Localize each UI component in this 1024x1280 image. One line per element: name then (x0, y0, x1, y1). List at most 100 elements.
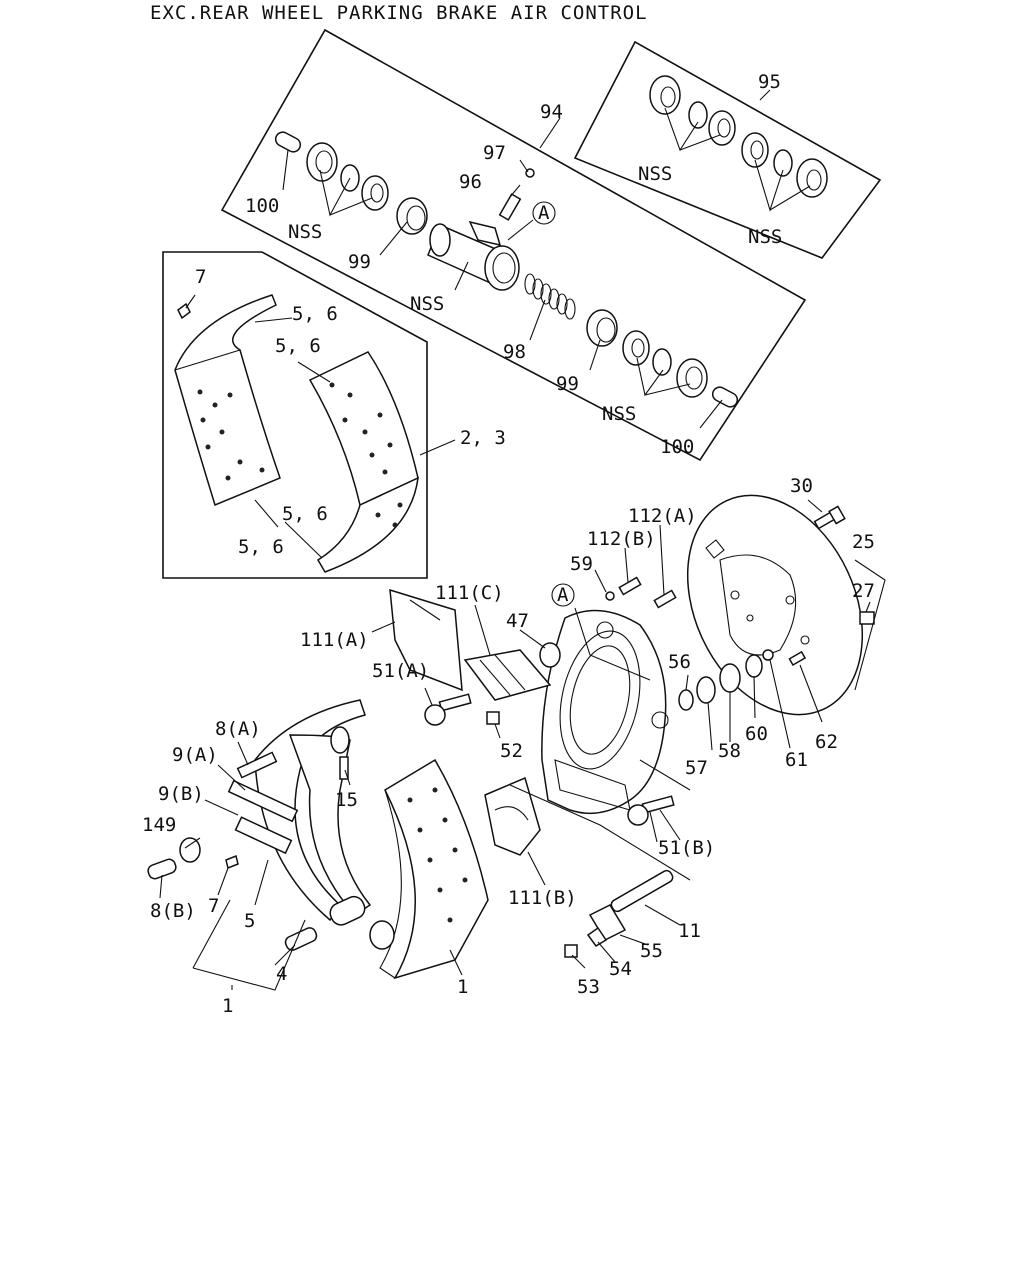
piston-pin-100-right (711, 386, 739, 408)
cylinder-body (427, 220, 520, 291)
bolt-112a (653, 589, 677, 609)
callout-5-6-d: 5, 6 (238, 536, 284, 558)
shim-111c (463, 649, 552, 701)
callout-96: 96 (459, 171, 482, 193)
callout-100-bottom: 100 (660, 436, 694, 458)
callout-54: 54 (609, 958, 632, 980)
bushing-47 (539, 642, 561, 668)
pin-51a (424, 693, 472, 726)
callout-62: 62 (815, 731, 838, 753)
callout-4: 4 (276, 963, 287, 985)
callout-51a: 51(A) (372, 660, 429, 682)
repair-kit-box-95 (573, 40, 882, 259)
callout-nss-5: NSS (602, 403, 636, 425)
kit-ring-top (688, 101, 708, 129)
dust-cover-25 (686, 494, 864, 716)
callout-112b: 112(B) (587, 528, 656, 550)
callout-nss-2: NSS (638, 163, 672, 185)
callout-56: 56 (668, 651, 691, 673)
kit-boot-top (649, 75, 681, 115)
wheel-cylinder-assembly-group (220, 28, 882, 462)
spring-pins-left (147, 751, 349, 951)
cup-right (622, 330, 650, 366)
callout-11: 11 (678, 920, 701, 942)
callout-111b: 111(B) (508, 887, 577, 909)
spring-98 (524, 273, 576, 320)
leaders-cylinder (282, 89, 811, 429)
leaders-plate (519, 524, 823, 841)
bolt-30 (813, 505, 846, 530)
assembly-box-94 (220, 28, 807, 462)
callout-5: 5 (244, 910, 255, 932)
callout-7-bottom: 7 (208, 895, 219, 917)
callout-98: 98 (503, 341, 526, 363)
callout-60: 60 (745, 723, 768, 745)
bleeder-cap-97 (525, 168, 535, 178)
lining-left (174, 294, 281, 507)
seal-parts-56-62 (678, 649, 807, 711)
callout-58: 58 (718, 740, 741, 762)
callout-15: 15 (335, 789, 358, 811)
reference-circle-a-bottom (551, 583, 575, 607)
callout-8b: 8(B) (150, 900, 196, 922)
shim-111b (484, 776, 541, 856)
callout-8a: 8(A) (215, 718, 261, 740)
backing-plate (541, 609, 669, 815)
callout-1-left: 1 (222, 995, 233, 1017)
callout-9b: 9(B) (158, 783, 204, 805)
callout-5-6-c: 5, 6 (282, 503, 328, 525)
callout-99-top: 99 (348, 251, 371, 273)
leaders-shims (371, 604, 658, 886)
shim-111a (389, 588, 463, 692)
lining-box (162, 251, 428, 579)
callout-5-6-a: 5, 6 (292, 303, 338, 325)
washer-59 (605, 591, 615, 601)
dust-boot-right (676, 358, 708, 398)
callout-2-3: 2, 3 (460, 427, 506, 449)
piston-99-right (586, 309, 618, 347)
callout-99-bottom: 99 (556, 373, 579, 395)
brake-shoe-left (254, 699, 372, 926)
bolt-112b (618, 576, 642, 596)
callout-94: 94 (540, 101, 563, 123)
callout-55: 55 (640, 940, 663, 962)
callout-a-top: A (538, 202, 550, 224)
callout-61: 61 (785, 749, 808, 771)
callout-111c: 111(C) (435, 582, 504, 604)
bolt-52 (486, 711, 500, 725)
callout-nss-3: NSS (748, 226, 782, 248)
callout-7-top: 7 (195, 266, 206, 288)
callout-27: 27 (852, 580, 875, 602)
callout-59: 59 (570, 553, 593, 575)
leaders-lining (185, 294, 456, 559)
callout-1-right: 1 (457, 976, 468, 998)
callout-112a: 112(A) (628, 505, 697, 527)
callout-111a: 111(A) (300, 629, 369, 651)
callout-51b: 51(B) (658, 837, 715, 859)
callout-95: 95 (758, 71, 781, 93)
leaders-cover (807, 499, 886, 691)
reference-circle-a-top (532, 201, 556, 225)
lining-right (308, 351, 419, 573)
shoe-lining-group (162, 251, 456, 579)
callout-52: 52 (500, 740, 523, 762)
callout-47: 47 (506, 610, 529, 632)
callout-labels: 94 95 97 96 100 A NSS NSS NSS 99 NSS 98 … (142, 71, 875, 1017)
bleeder-screw-96 (498, 193, 522, 221)
callout-25: 25 (852, 531, 875, 553)
rivet-7 (177, 302, 191, 320)
pin-51b (627, 795, 675, 826)
callout-149: 149 (142, 814, 176, 836)
lining-rivet-holes (197, 382, 403, 528)
callout-nss-4: NSS (410, 293, 444, 315)
kit-cup-bottom (741, 132, 769, 168)
axle-pin-11 (564, 869, 674, 958)
callout-9a: 9(A) (172, 744, 218, 766)
plug-27 (859, 611, 875, 625)
callout-nss-1: NSS (288, 221, 322, 243)
dust-boot-left (306, 142, 338, 182)
callout-53: 53 (577, 976, 600, 998)
callout-100-top: 100 (245, 195, 279, 217)
brake-shoe-right (369, 758, 489, 980)
